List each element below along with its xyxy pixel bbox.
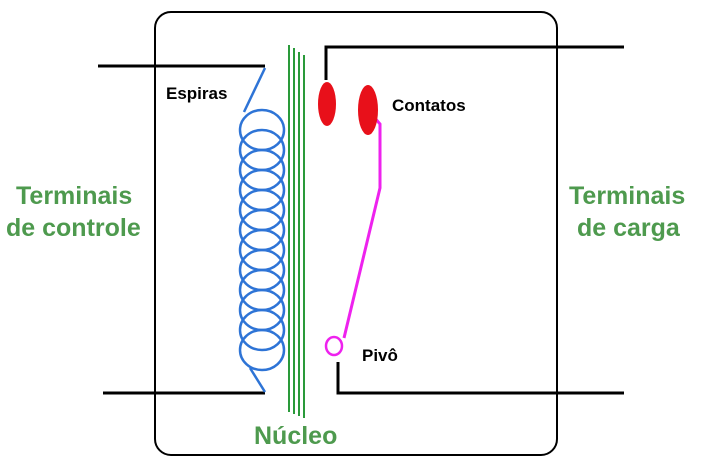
relay-housing xyxy=(154,11,558,456)
espiras-coil xyxy=(238,67,286,393)
terminais-controle-label-line1: Terminais xyxy=(16,182,133,210)
fixed-contact xyxy=(318,82,336,126)
terminais-carga-label-line2: de carga xyxy=(577,214,680,242)
pivo-label: Pivô xyxy=(362,346,398,365)
espiras-label: Espiras xyxy=(166,84,228,103)
load-terminal-top-wire xyxy=(324,45,624,80)
load-terminal-bottom-wire xyxy=(336,362,624,395)
nucleo-label: Núcleo xyxy=(254,422,338,450)
nucleo-core xyxy=(288,45,305,418)
moving-contact xyxy=(358,85,378,135)
armature-arm xyxy=(342,109,382,339)
contatos-label: Contatos xyxy=(392,96,466,115)
pivo-loop xyxy=(324,335,344,357)
terminais-carga-label-line1: Terminais xyxy=(569,182,686,210)
terminais-controle-label-line2: de controle xyxy=(6,214,141,242)
